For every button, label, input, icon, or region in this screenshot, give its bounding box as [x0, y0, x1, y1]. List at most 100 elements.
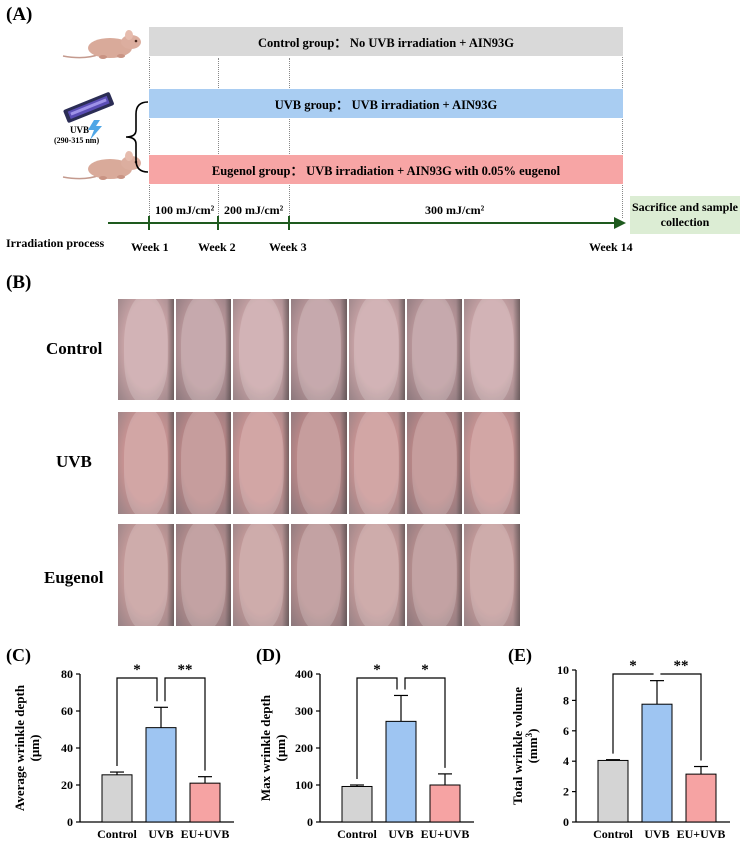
significance-bracket	[116, 677, 158, 767]
photo-row-control	[118, 299, 521, 400]
row-label-control: Control	[46, 339, 103, 358]
significance-label: *	[629, 658, 637, 674]
mouse-skin-photo	[175, 412, 232, 514]
uvb-group-bar: UVB group： UVB irradiation + AIN93G	[149, 89, 623, 118]
y-tick-label: 10	[557, 663, 569, 677]
significance-bracket	[164, 677, 206, 771]
significance-bracket	[660, 673, 702, 761]
mouse-skin-photo	[464, 299, 521, 400]
mouse-skin-photo	[233, 524, 290, 626]
week1-label: Week 1	[131, 240, 169, 254]
panel-a-label: (A)	[6, 4, 33, 25]
x-tick-label: Control	[97, 827, 137, 841]
y-tick-label: 60	[61, 704, 73, 718]
week14-guide	[622, 28, 623, 218]
y-tick-label: 0	[67, 815, 73, 829]
y-tick-label: 100	[295, 778, 313, 792]
y-tick-label: 8	[563, 693, 569, 707]
irradiation-process-label: Irradiation process	[6, 236, 105, 250]
uvb-range: (290-315 nm)	[54, 136, 100, 145]
week2-guide	[218, 58, 219, 220]
row-label-uvb: UVB	[56, 452, 92, 471]
significance-label: *	[133, 662, 141, 678]
photo-row-uvb	[118, 412, 521, 514]
bar-uvb	[385, 720, 417, 823]
panel-label: (C)	[6, 645, 31, 666]
bar-eu-uvb	[189, 782, 221, 823]
uvb-label: UVB	[70, 125, 90, 135]
significance-bracket	[612, 673, 654, 754]
x-tick-label: Control	[337, 827, 377, 841]
mouse-skin-photo	[406, 524, 463, 626]
mouse-skin-photo	[406, 299, 463, 400]
week1-guide	[149, 28, 150, 218]
sacrifice-box: Sacrifice and sample collection	[630, 196, 740, 234]
y-axis-unit: (mm3)	[524, 729, 540, 764]
bar-eu-uvb	[685, 773, 717, 823]
row-label-eugenol: Eugenol	[44, 568, 104, 587]
y-tick-label: 300	[295, 704, 313, 718]
x-tick-label: EU+UVB	[421, 827, 470, 841]
significance-label: **	[178, 662, 193, 678]
timeline-arrow	[108, 216, 626, 230]
x-tick-label: EU+UVB	[181, 827, 230, 841]
week2-label: Week 2	[198, 240, 236, 254]
y-axis-label: Total wrinkle volume	[510, 687, 525, 805]
uvb-group-text: UVB group： UVB irradiation + AIN93G	[274, 98, 498, 112]
mouse-skin-photo	[291, 299, 347, 400]
y-axis-unit: (μm)	[273, 735, 288, 762]
uvb-lamp-icon	[63, 92, 114, 140]
eugenol-group-bar: Eugenol group： UVB irradiation + AIN93G …	[149, 155, 623, 184]
mouse-skin-photo	[118, 412, 174, 514]
significance-label: *	[373, 662, 381, 678]
mouse-skin-photo	[175, 299, 232, 400]
eugenol-group-text: Eugenol group： UVB irradiation + AIN93G …	[211, 164, 561, 178]
mouse-skin-photo	[291, 524, 347, 626]
dose-300: 300 mJ/cm²	[425, 203, 485, 217]
mouse-treated-icon	[62, 151, 141, 180]
x-tick-label: UVB	[148, 827, 173, 841]
week3-guide	[289, 58, 290, 220]
mouse-skin-photo	[175, 524, 232, 626]
bar-uvb	[145, 727, 177, 823]
y-axis-label: Average wrinkle depth	[12, 684, 27, 811]
week14-label: Week 14	[589, 240, 633, 254]
mouse-skin-photo	[291, 412, 347, 514]
y-axis-label: Max wrinkle depth	[258, 694, 273, 801]
mouse-skin-photo	[233, 412, 290, 514]
panel-label: (D)	[256, 645, 281, 666]
bar-control	[101, 774, 133, 823]
bar-eu-uvb	[429, 784, 461, 823]
significance-label: **	[674, 658, 689, 674]
y-tick-label: 2	[563, 785, 569, 799]
mouse-skin-photo	[348, 524, 405, 626]
bar-control	[341, 785, 373, 823]
mouse-skin-photo	[348, 299, 405, 400]
y-tick-label: 4	[563, 754, 569, 768]
x-tick-label: UVB	[388, 827, 413, 841]
y-tick-label: 6	[563, 724, 569, 738]
y-tick-label: 80	[61, 667, 73, 681]
y-tick-label: 0	[307, 815, 313, 829]
mouse-control-icon	[62, 30, 141, 59]
mouse-skin-photo	[233, 299, 290, 400]
mouse-skin-photo	[464, 412, 521, 514]
bar-control	[597, 759, 629, 823]
significance-bracket	[404, 677, 446, 768]
significance-label: *	[421, 662, 429, 678]
bar-uvb	[641, 703, 673, 823]
x-tick-label: EU+UVB	[677, 827, 726, 841]
x-tick-label: Control	[593, 827, 633, 841]
significance-bracket	[356, 677, 398, 779]
y-tick-label: 200	[295, 741, 313, 755]
control-group-bar: Control group： No UVB irradiation + AIN9…	[149, 27, 623, 56]
y-axis-unit: (μm)	[27, 735, 42, 762]
y-tick-label: 0	[563, 815, 569, 829]
y-tick-label: 20	[61, 778, 73, 792]
x-tick-label: UVB	[644, 827, 669, 841]
mouse-skin-photo	[464, 524, 521, 626]
panel-label: (E)	[508, 645, 532, 666]
